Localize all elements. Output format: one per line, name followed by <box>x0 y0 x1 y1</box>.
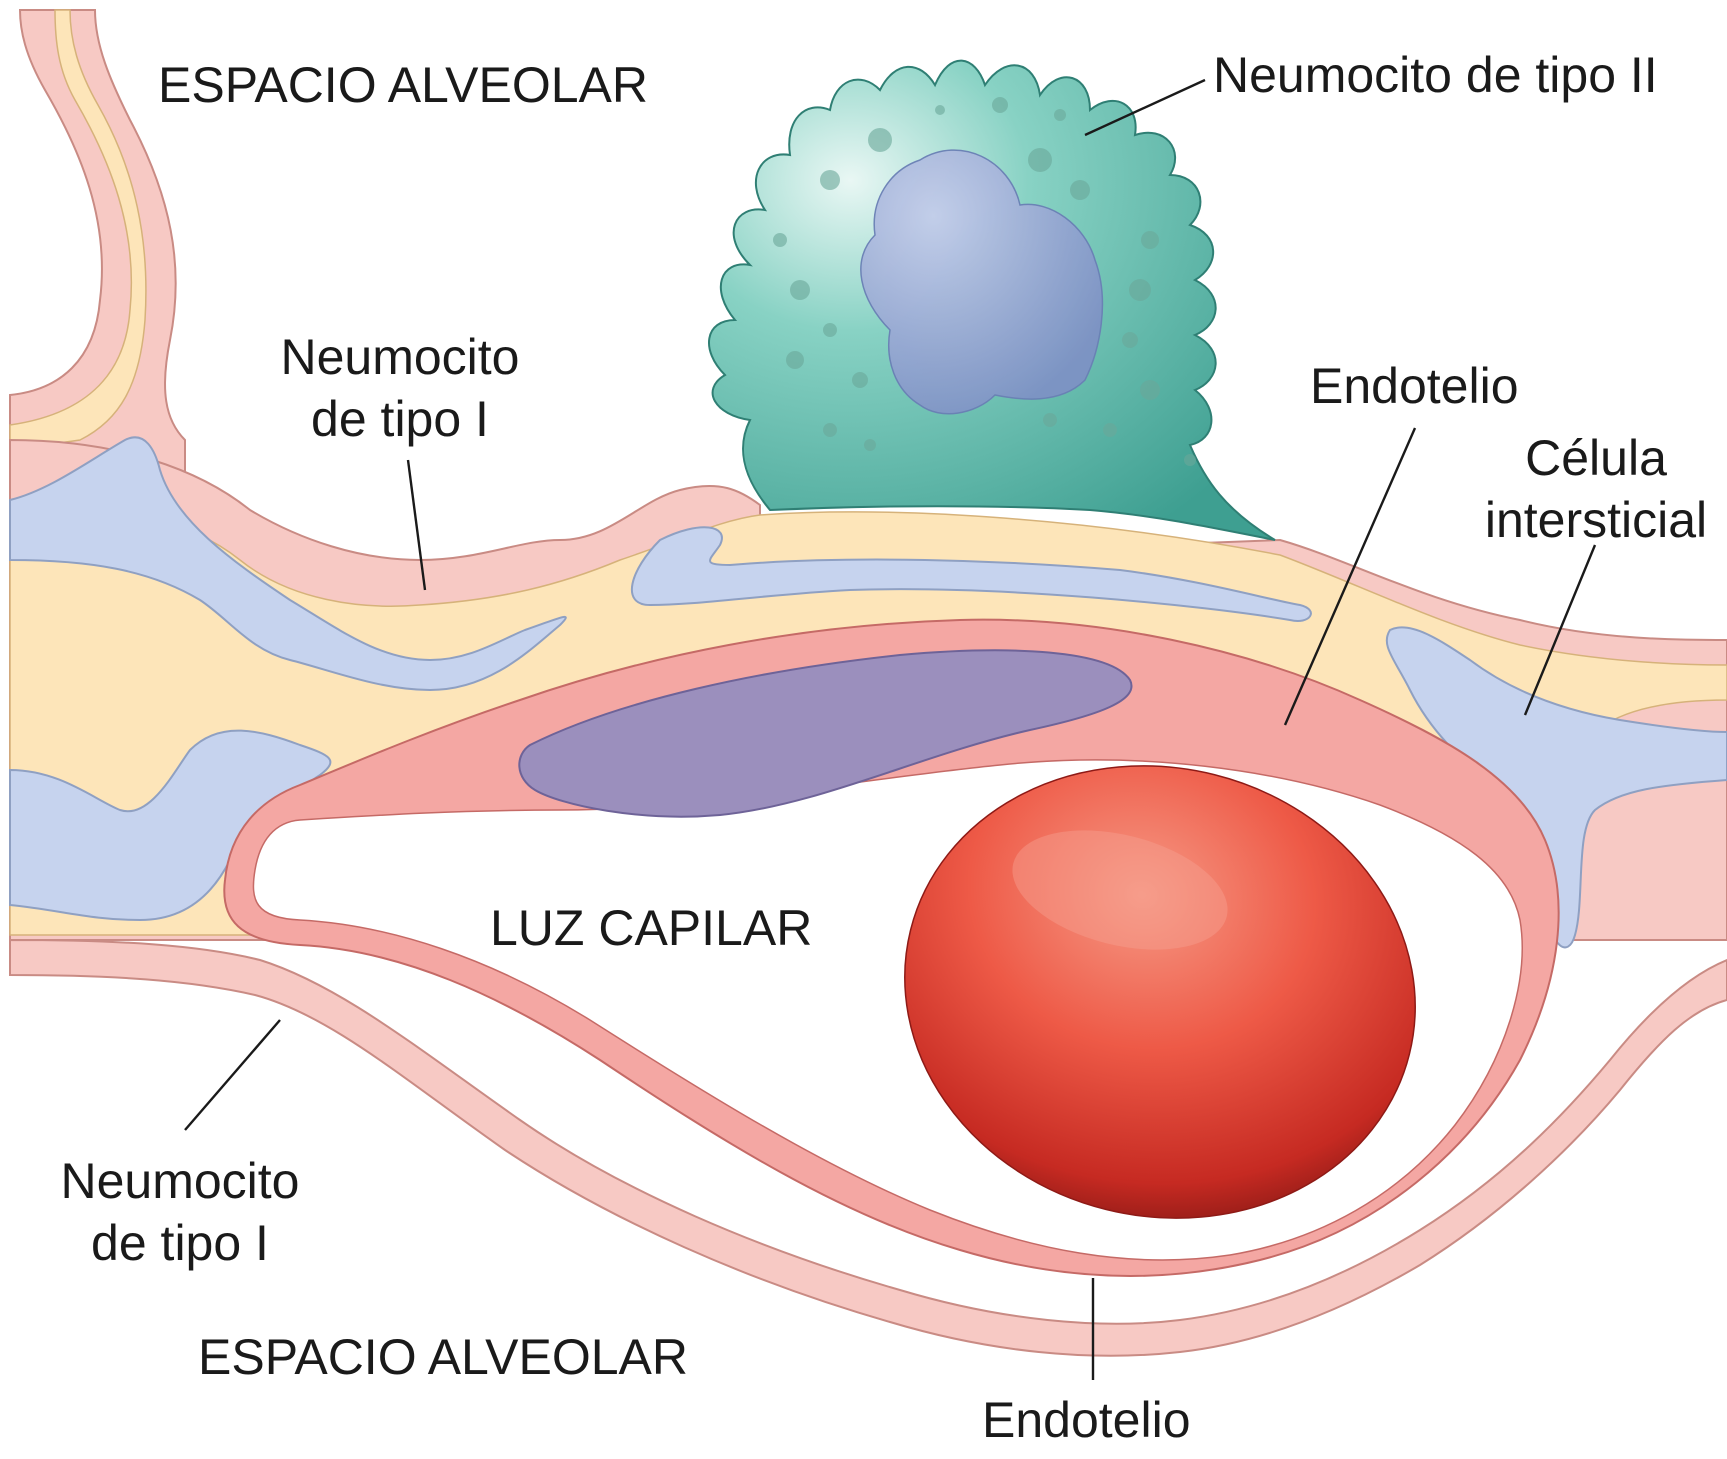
leader-type1-pneumocyte-top <box>406 459 427 591</box>
label-interstitial-cell-line2: intersticial <box>1484 492 1708 548</box>
label-type1-pneumocyte-top-line2: de tipo I <box>311 391 489 447</box>
left-alveolar-wall-core <box>9 9 147 451</box>
label-capillary-lumen: LUZ CAPILAR <box>490 900 813 956</box>
label-endothelium-bottom: Endotelio <box>982 1392 1191 1448</box>
type2-nucleus <box>860 149 1104 415</box>
leader-type1-pneumocyte-bottom <box>184 1019 281 1131</box>
endothelial-nucleus <box>518 649 1133 818</box>
label-alveolar-space-bottom: ESPACIO ALVEOLAR <box>198 1329 689 1385</box>
label-type2-pneumocyte: Neumocito de tipo II <box>1213 47 1658 103</box>
red-blood-cell <box>904 765 1416 1219</box>
interstitial-cell-left-lower <box>9 729 332 922</box>
label-interstitial-cell: Célula intersticial <box>1465 427 1727 551</box>
label-type1-pneumocyte-bottom-line2: de tipo I <box>91 1215 269 1271</box>
label-type1-pneumocyte-bottom-line1: Neumocito <box>60 1153 300 1209</box>
label-type1-pneumocyte-bottom: Neumocito de tipo I <box>30 1150 330 1274</box>
label-type1-pneumocyte-top: Neumocito de tipo I <box>250 326 550 450</box>
leader-endothelium-top <box>1283 427 1417 726</box>
lamellar-granules <box>773 97 1196 466</box>
red-blood-cell-highlight <box>1012 830 1228 950</box>
label-interstitial-cell-line1: Célula <box>1525 430 1667 486</box>
label-alveolar-space-top: ESPACIO ALVEOLAR <box>158 57 649 113</box>
label-endothelium-top: Endotelio <box>1310 358 1519 414</box>
leader-type2-pneumocyte <box>1084 78 1206 137</box>
leader-interstitial-cell <box>1523 544 1597 716</box>
interstitial-cell-center <box>631 526 1312 622</box>
label-type1-pneumocyte-top-line1: Neumocito <box>280 329 520 385</box>
interstitial-cell-left-upper <box>9 436 567 692</box>
